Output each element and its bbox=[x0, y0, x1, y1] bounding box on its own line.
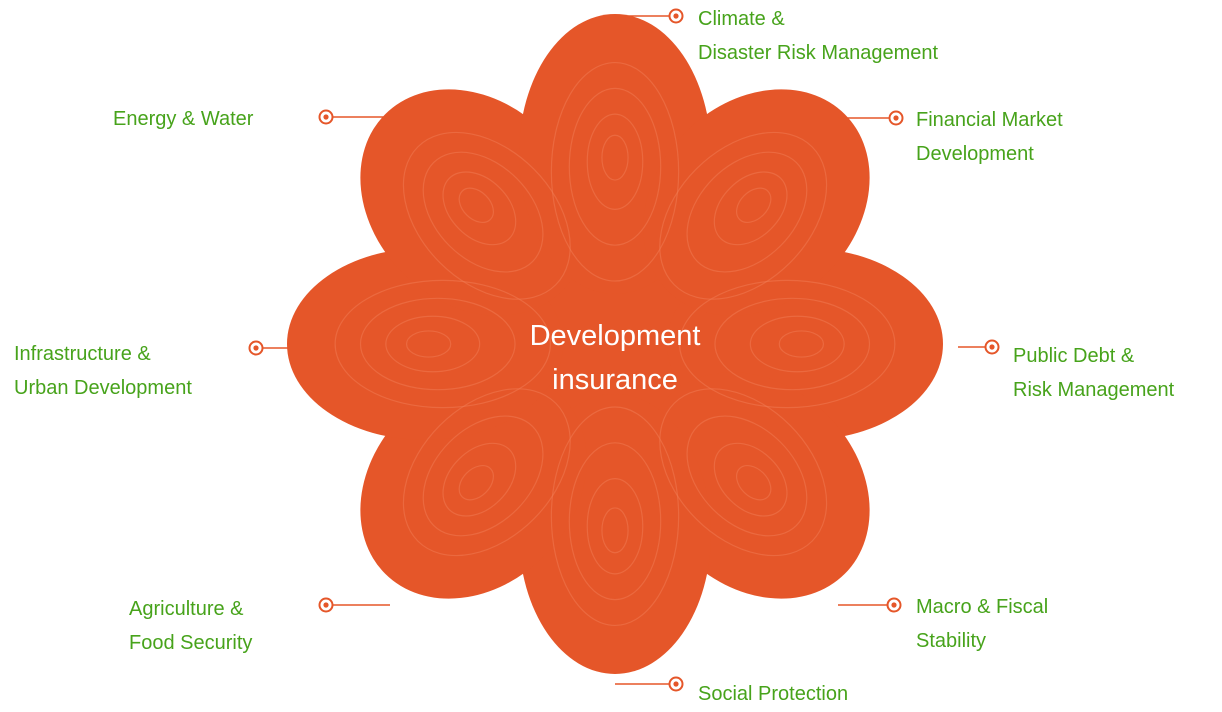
petal-ring bbox=[385, 315, 481, 373]
connector-marker-dot bbox=[673, 681, 679, 687]
label-public-debt: Public Debt & Risk Management bbox=[1013, 339, 1174, 407]
petal-ring bbox=[458, 465, 494, 501]
petal-ring bbox=[736, 187, 772, 223]
label-line: Risk Management bbox=[1013, 379, 1175, 401]
petal-ring bbox=[550, 406, 680, 627]
petal-ring bbox=[422, 415, 544, 537]
center-label-line-2: insurance bbox=[552, 364, 678, 396]
petal-ring bbox=[686, 415, 808, 537]
label-line: Financial Market bbox=[916, 109, 1063, 131]
petal-ring bbox=[736, 465, 772, 501]
label-agriculture-food: Agriculture & Food Security bbox=[129, 592, 252, 660]
petal-ring bbox=[568, 87, 662, 246]
label-social-protection: Social Protection bbox=[698, 677, 848, 711]
petal-ring bbox=[550, 61, 680, 282]
connector-marker-dot bbox=[893, 115, 899, 121]
label-line: Energy & Water bbox=[113, 108, 254, 130]
petal-ring bbox=[778, 330, 825, 358]
label-line: Public Debt & bbox=[1013, 345, 1135, 367]
label-line: Agriculture & bbox=[129, 598, 244, 620]
label-line: Development bbox=[916, 143, 1034, 165]
petal-ring bbox=[601, 507, 629, 554]
label-infrastructure-urban: Infrastructure & Urban Development bbox=[14, 337, 192, 405]
label-line: Infrastructure & bbox=[14, 343, 151, 365]
connector-marker-dot bbox=[323, 114, 329, 120]
petal-ring bbox=[749, 315, 845, 373]
petal-ring bbox=[659, 131, 828, 300]
connectors bbox=[248, 8, 1000, 692]
center-label: Development insurance bbox=[460, 314, 770, 402]
petal-ring bbox=[678, 279, 896, 409]
petal-ring bbox=[405, 330, 452, 358]
label-line: Food Security bbox=[129, 632, 253, 654]
label-line: Social Protection bbox=[698, 683, 849, 705]
label-macro-fiscal: Macro & Fiscal Stability bbox=[916, 590, 1048, 658]
connector-marker-dot bbox=[989, 344, 995, 350]
petal-ring bbox=[359, 297, 516, 391]
petal-ring bbox=[334, 279, 552, 409]
petal-ring bbox=[568, 442, 662, 601]
petal-ring bbox=[713, 171, 788, 246]
petal-ring bbox=[586, 113, 644, 210]
petal-ring bbox=[659, 388, 828, 557]
petal-ring bbox=[458, 187, 494, 223]
connector-marker-dot bbox=[891, 602, 897, 608]
label-climate-disaster: Climate & Disaster Risk Management bbox=[698, 2, 938, 70]
petal-ring bbox=[713, 442, 788, 517]
label-line: Urban Development bbox=[14, 377, 192, 399]
petal-ring bbox=[402, 131, 571, 300]
label-energy-water: Energy & Water bbox=[113, 102, 253, 136]
petal-ring bbox=[422, 151, 544, 273]
petal-ring bbox=[601, 134, 629, 181]
petal-ring bbox=[442, 442, 517, 517]
connector-marker-dot bbox=[673, 13, 679, 19]
label-line: Macro & Fiscal bbox=[916, 596, 1049, 618]
connector-marker-dot bbox=[253, 345, 259, 351]
petal-ring bbox=[402, 388, 571, 557]
petal-ring bbox=[714, 297, 871, 391]
center-label-line-1: Development bbox=[529, 320, 701, 352]
petal bbox=[643, 89, 870, 316]
label-financial-market: Financial Market Development bbox=[916, 103, 1063, 171]
petal-ring bbox=[686, 151, 808, 273]
petal-ring bbox=[442, 171, 517, 246]
label-line: Climate & bbox=[698, 8, 785, 30]
connector-marker-dot bbox=[323, 602, 329, 608]
petal-texture bbox=[334, 61, 896, 627]
label-line: Stability bbox=[916, 630, 987, 652]
label-line: Disaster Risk Management bbox=[698, 42, 939, 64]
petal-ring bbox=[586, 478, 644, 575]
